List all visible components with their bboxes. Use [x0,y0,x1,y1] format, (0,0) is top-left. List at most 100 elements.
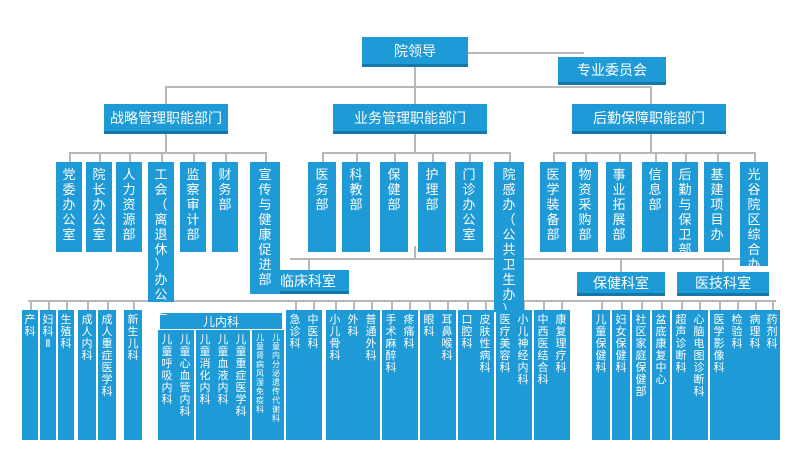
clinical-unit-11: 手术麻醉科 [382,310,400,440]
connector-line [650,86,652,104]
connector-line [69,152,267,154]
dept-1-child-1: 科教部 [342,162,370,252]
healthcare-unit-1: 妇女保健科 [612,310,630,440]
connector-line [661,300,663,310]
connector-line [414,67,416,87]
dept-business-node: 业务管理职能部门 [333,104,487,134]
pediatrics-subunit-3: 儿童血液内科 [214,330,232,440]
clinical-unit-7: 中医科 [304,310,322,440]
clinical-node: 临床科室 [267,270,349,294]
clinical-unit-14: 耳鼻喉科 [438,310,456,440]
connector-line [650,134,652,153]
connector-line [754,152,756,162]
clinical-unit-6: 急诊科 [286,310,304,440]
healthcare-label: 保健科室 [593,275,649,292]
bottom-bus-line [28,300,776,302]
connector-line [681,300,683,310]
connector-line [447,300,449,310]
connector-line [699,300,701,310]
connector-line [429,300,431,310]
connector-line [133,300,135,310]
connector-line [391,300,393,310]
connector-line [467,300,469,310]
connector-line [87,300,89,310]
clinical-unit-8: 小儿骨科 [326,310,344,440]
pediatrics-subunit-0: 儿童呼吸内科 [158,330,176,440]
healthcare-unit-3: 盆底康复中心 [652,310,670,440]
connector-line [772,300,774,310]
connector-line [561,300,563,310]
clinical-label: 临床科室 [280,273,336,290]
connector-line [717,152,719,162]
dept-logistics-node: 后勤保障职能部门 [572,104,726,134]
connector-line [755,300,757,310]
medtech-node: 医技科室 [677,272,769,296]
connector-line [48,300,50,310]
connector-line [469,152,471,162]
root-label: 院领导 [394,43,436,60]
connector-line [523,300,525,310]
medtech-unit-0: 超声诊断科 [672,310,690,440]
connector-line [553,152,756,154]
connector-line [414,246,416,260]
dept-0-child-2: 人力资源部 [116,162,142,252]
clinical-unit-18: 小儿神经内科 [514,310,532,440]
pediatrics-subunit-5: 儿童肾病风湿免疫科 [252,330,268,440]
dept-2-child-2: 事业拓展部 [606,162,632,252]
connector-line [543,300,545,310]
connector-line [620,258,622,272]
pediatrics-node: 儿内科 [160,313,282,329]
pediatrics-subunit-6: 儿童内分泌遗传代谢科 [268,330,284,440]
connector-line [353,300,355,310]
connector-line [509,152,511,162]
dept-0-child-3: 工会（离退休）办公室 [148,162,174,318]
dept-0-child-1: 院长办公室 [86,162,112,252]
connector-line [553,152,555,162]
connector-line [621,300,623,310]
connector-line [737,300,739,310]
medtech-unit-1: 心脑电图诊断科 [690,310,708,440]
clinical-unit-2: 生殖科 [58,310,74,440]
connector-line [313,300,315,310]
dept-1-child-4: 门诊办公室 [455,162,483,252]
dept-strategy-node: 战略管理职能部门 [104,104,228,134]
connector-line [335,300,337,310]
medtech-label: 医技科室 [695,275,751,292]
root-node: 院领导 [362,37,468,67]
clinical-unit-12: 疼痛科 [400,310,418,440]
connector-line [655,152,657,162]
connector-line [265,152,267,162]
dept-1-child-0: 医务部 [308,162,336,252]
clinical-unit-13: 眼科 [420,310,438,440]
dept-0-child-4: 监察审计部 [180,162,206,252]
pediatrics-label: 儿内科 [202,314,239,329]
connector-line [193,152,195,162]
dept-0-child-5: 财务部 [212,162,238,252]
connector-line [290,258,760,260]
committee-connector [466,52,584,54]
clinical-unit-15: 口腔科 [458,310,476,440]
committee-label: 专业委员会 [577,62,647,79]
dept-2-child-5: 基建项目办 [704,162,730,252]
connector-line [722,258,724,272]
dept-2-child-1: 物资采购部 [572,162,598,252]
dept-1-child-2: 保健部 [380,162,408,252]
medtech-unit-5: 药剂科 [764,310,780,440]
pediatrics-subunit-1: 儿童心血管内科 [176,330,194,440]
clinical-unit-20: 康复理疗科 [552,310,570,440]
dept-business-label: 业务管理职能部门 [354,110,466,127]
dept-0-child-0: 党委办公室 [56,162,82,252]
connector-line [165,134,167,153]
committee-node: 专业委员会 [558,57,666,85]
connector-line [585,152,587,162]
connector-line [414,86,416,104]
connector-line [69,152,71,162]
clinical-unit-19: 中西医结合科 [534,310,552,440]
clinical-unit-5: 新生儿科 [124,310,142,440]
clinical-unit-9: 外科 [344,310,362,440]
dept-1-child-3: 护理部 [418,162,446,252]
medtech-unit-3: 检验科 [728,310,746,440]
